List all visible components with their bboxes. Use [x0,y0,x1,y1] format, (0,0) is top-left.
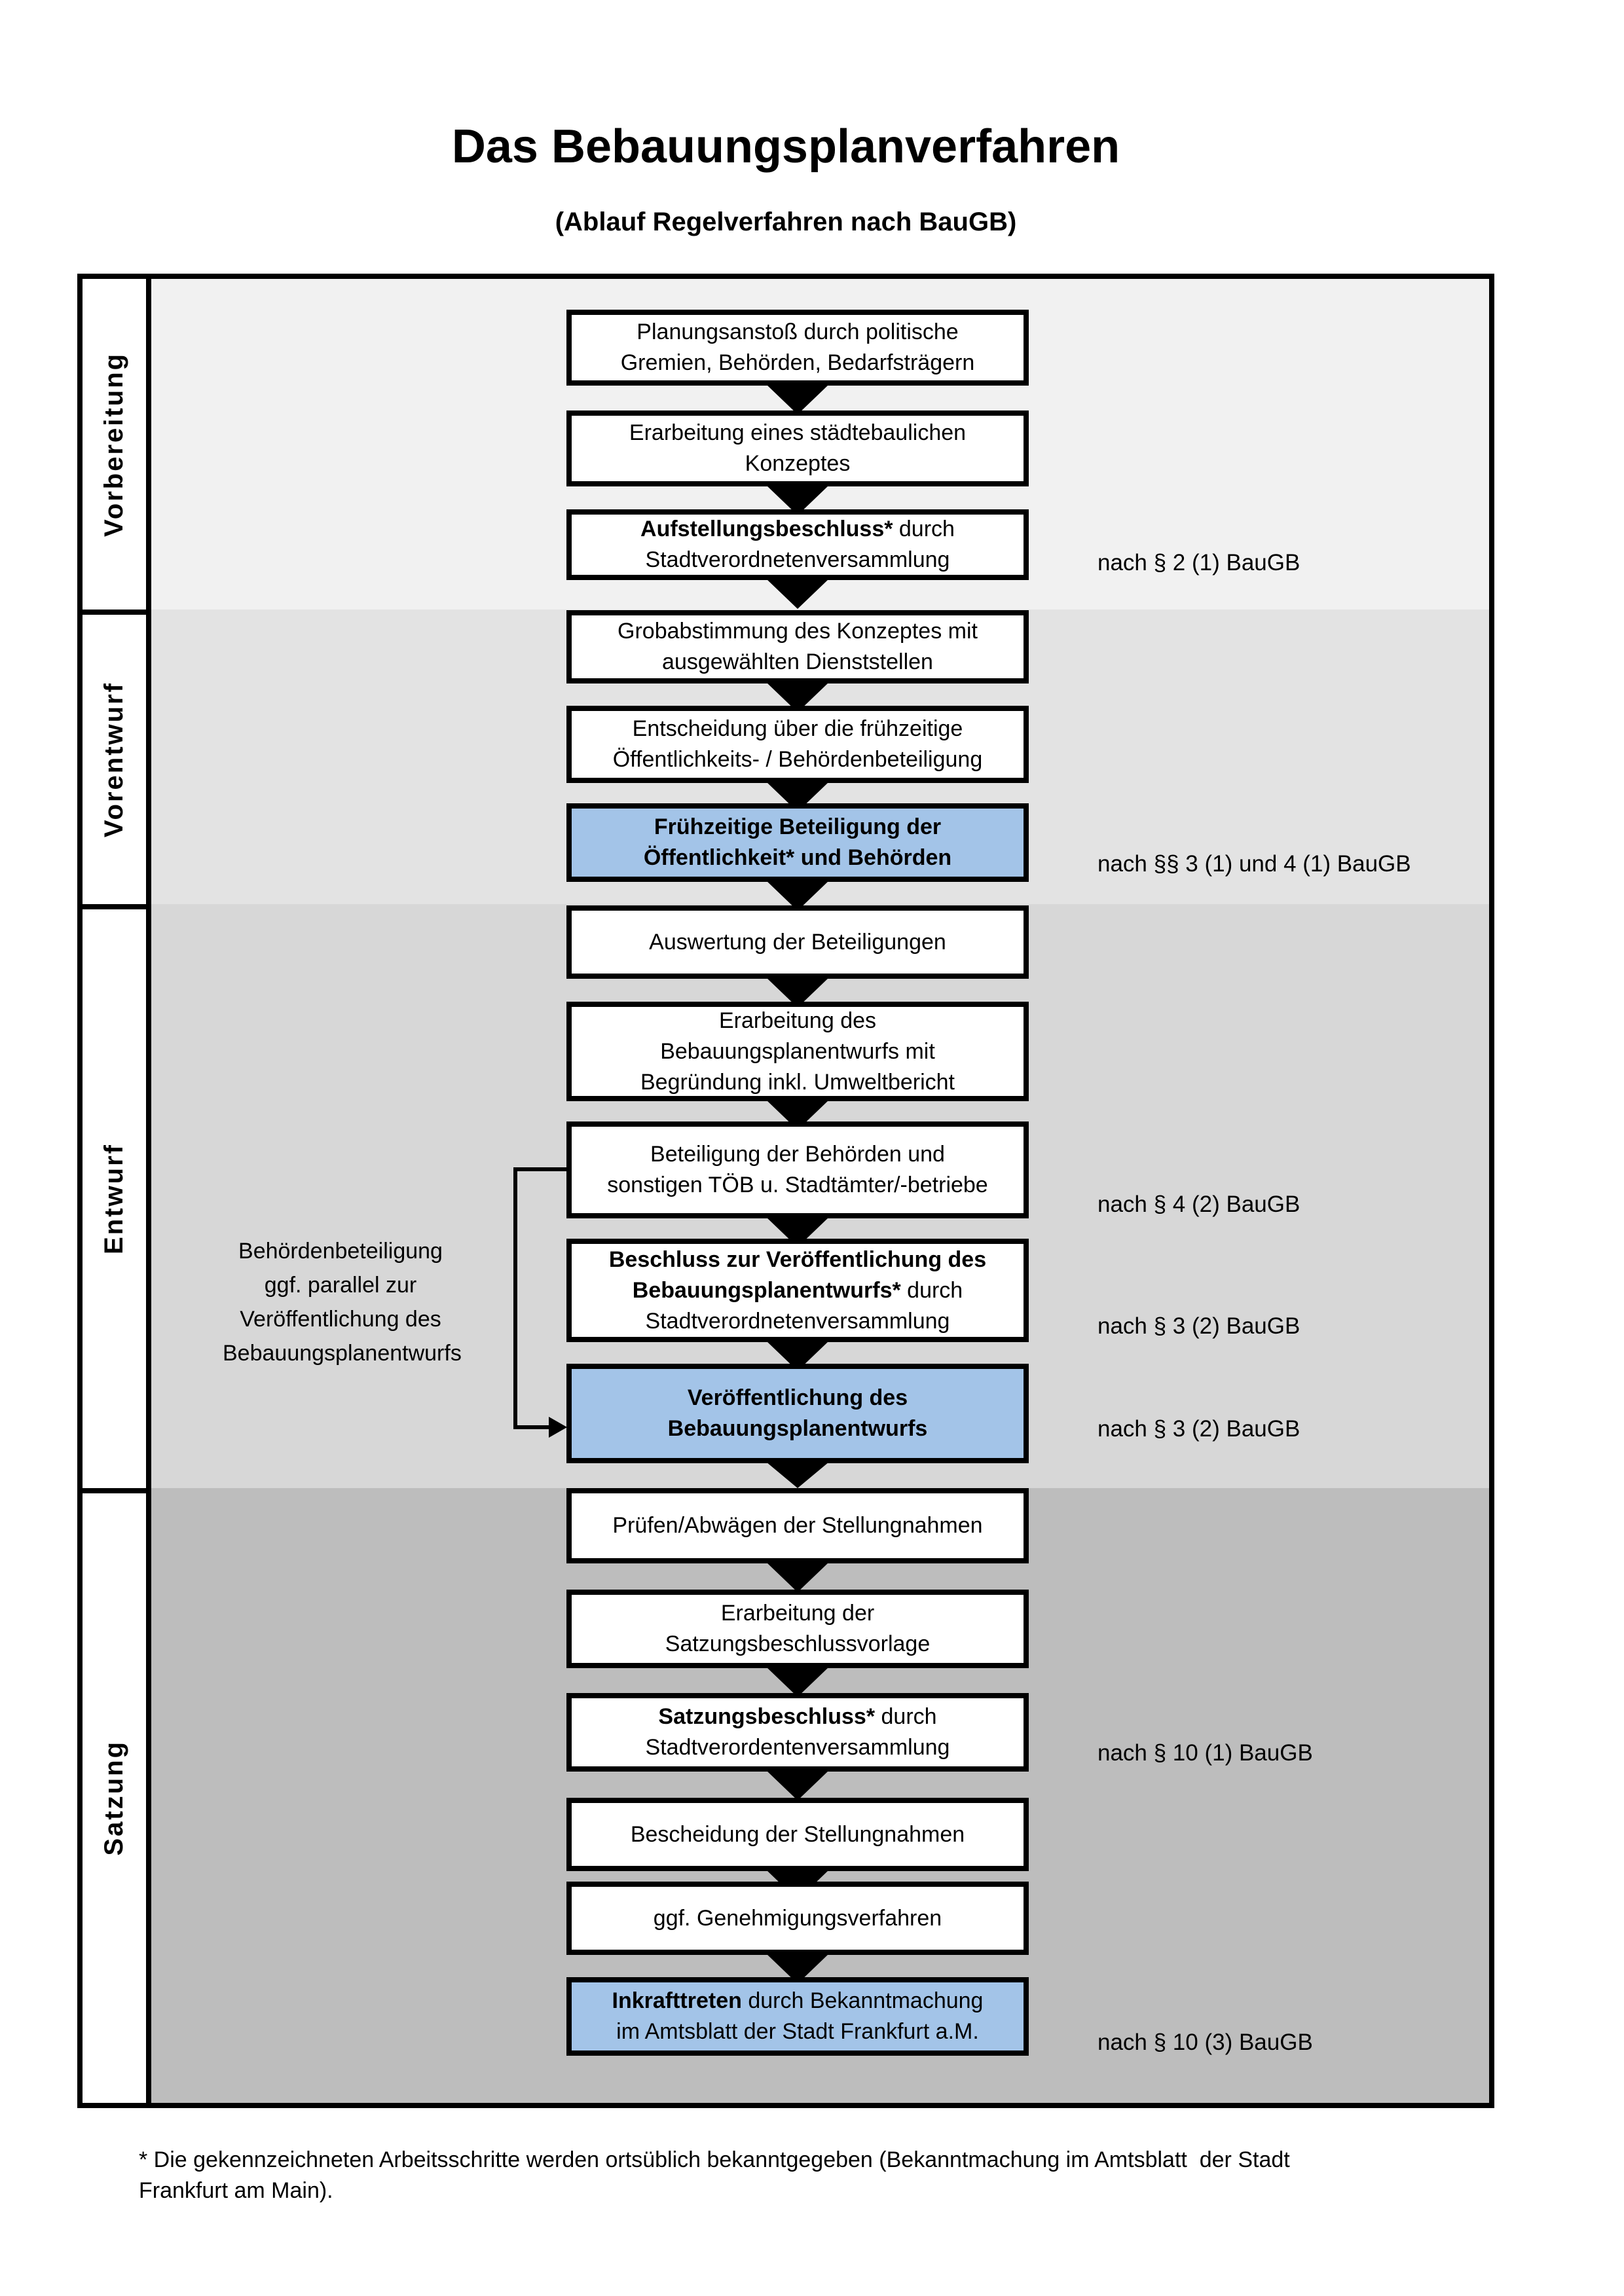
page-title: Das Bebauungsplanverfahren [451,120,1120,173]
law-reference-note: nach §§ 3 (1) und 4 (1) BauGB [1098,851,1411,877]
down-arrow-icon [766,1770,829,1800]
phase-divider-3 [83,1488,151,1493]
law-reference-note: nach § 10 (1) BauGB [1098,1740,1313,1766]
flow-box-auswertung-beteiligungen: Auswertung der Beteiligungen [566,905,1029,979]
flow-box-genehmigungsverfahren: ggf. Genehmigungsverfahren [566,1882,1029,1955]
down-arrow-icon [766,384,829,414]
footnote: * Die gekennzeichneten Arbeitsschritte w… [139,2147,1290,2203]
phase-label-satzung: Satzung [83,1493,146,2103]
flow-box-bescheidung-stellungnahmen: Bescheidung der Stellungnahmen [566,1798,1029,1871]
down-arrow-icon [766,1562,829,1592]
bracket-top-line [513,1167,566,1171]
phase-label-vorbereitung: Vorbereitung [83,279,146,610]
phase-label-vorbereitung-text: Vorbereitung [100,352,128,537]
phase-label-entwurf-text: Entwurf [100,1143,128,1254]
phase-label-entwurf: Entwurf [83,909,146,1488]
law-reference-note: nach § 4 (2) BauGB [1098,1192,1301,1217]
phase-label-vorentwurf-text: Vorentwurf [100,681,128,838]
law-reference-note: nach § 3 (2) BauGB [1098,1416,1301,1442]
bracket-vertical-line [513,1167,517,1429]
down-arrow-icon [766,579,829,609]
flow-box-pruefen-abwaegen: Prüfen/Abwägen der Stellungnahmen [566,1488,1029,1563]
law-reference-note: nach § 10 (3) BauGB [1098,2030,1313,2055]
down-arrow-icon [766,1667,829,1697]
phase-label-satzung-text: Satzung [100,1740,128,1856]
diagram-frame: Vorbereitung Vorentwurf Entwurf Satzung … [77,274,1494,2108]
law-reference-note: nach § 3 (2) BauGB [1098,1313,1301,1339]
right-arrow-icon [549,1417,567,1438]
phase-column-divider [146,279,151,2103]
phase-column [83,279,146,2103]
down-arrow-icon [766,1462,829,1488]
phase-divider-1 [83,610,151,615]
law-reference-note: nach § 2 (1) BauGB [1098,550,1301,575]
phase-label-vorentwurf: Vorentwurf [83,615,146,904]
page-subtitle: (Ablauf Regelverfahren nach BauGB) [555,208,1017,236]
bracket-bottom-line [513,1425,551,1429]
phase-divider-2 [83,904,151,909]
